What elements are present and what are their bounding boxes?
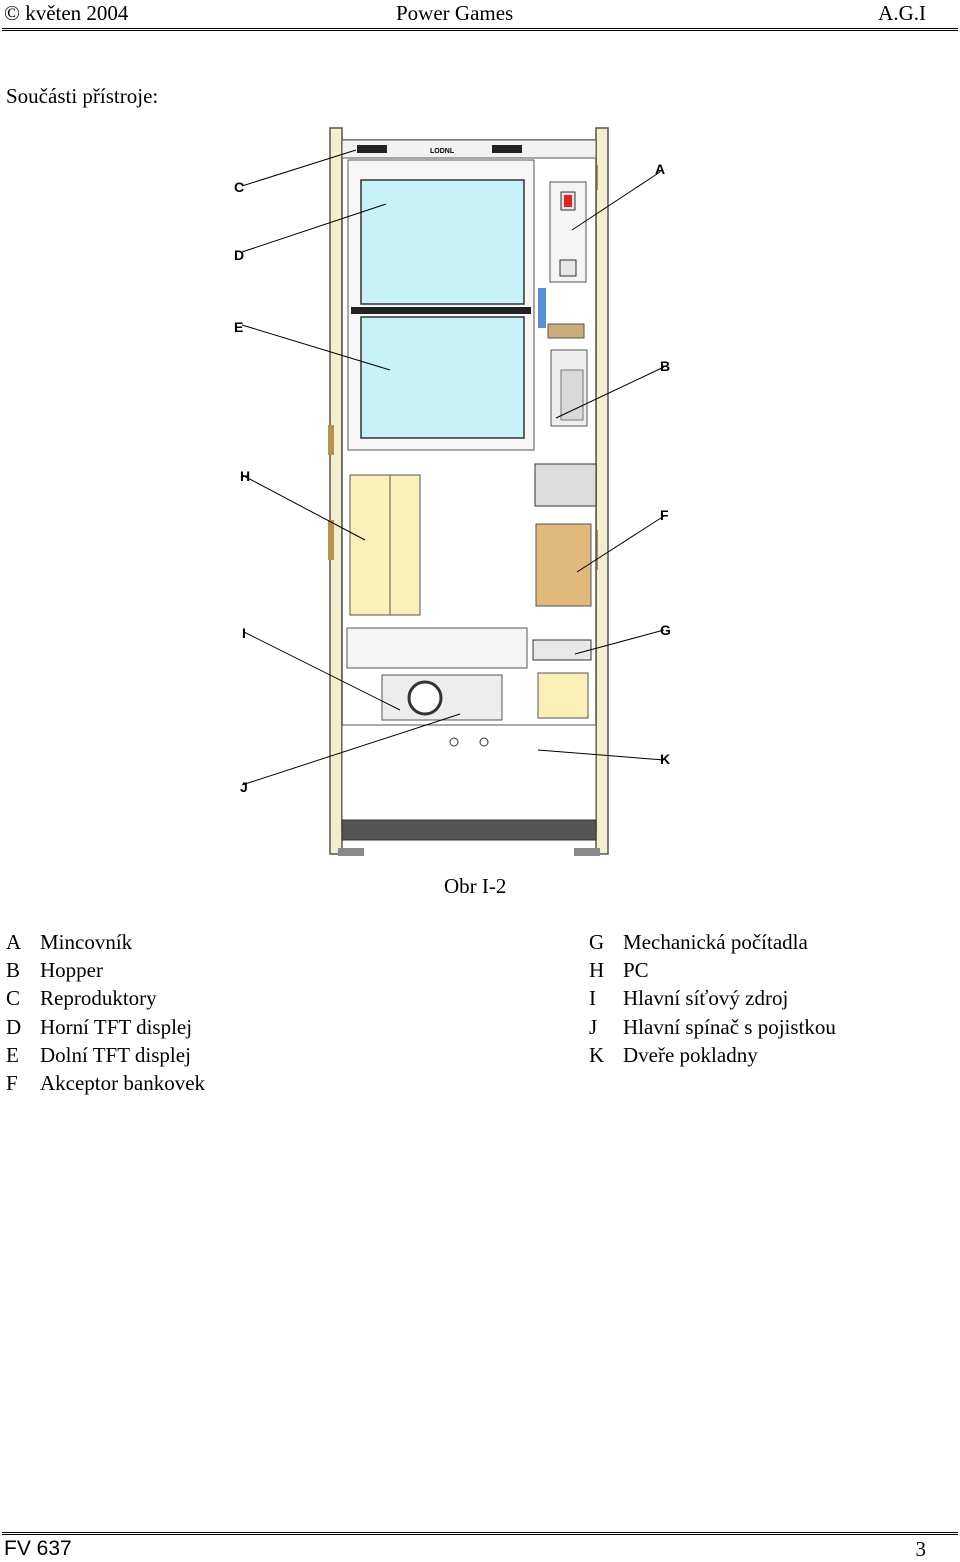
display-divider-bar [351,307,531,314]
callout-e: E [234,319,243,335]
speaker-label: LODNL [430,148,455,155]
header-copyright: © květen 2004 [4,1,129,25]
upper-display [360,179,525,305]
header-section: A.G.I [878,1,926,25]
counter-box [537,672,589,719]
callout-g: G [660,622,671,638]
speaker-right [492,145,522,153]
cabinet-base [341,819,597,841]
footer-model: FV 637 [4,1537,72,1560]
pc-unit [349,474,421,616]
cabinet-right-rail [595,127,609,855]
callout-a: A [655,161,665,177]
page-number: 3 [915,1537,927,1561]
mechanical-counters [532,639,592,661]
cabinet-left-rail [329,127,343,855]
door-lock-left [449,737,459,747]
bill-acceptor-housing [534,463,597,507]
coin-mech-red [564,195,572,207]
lower-display [360,316,525,439]
cash-door [341,724,597,821]
power-fan [407,680,443,716]
vent-panel [346,627,528,669]
left-bracket-bottom [328,520,334,560]
speaker-left [357,145,387,153]
callout-d: D [234,247,244,263]
section-title: Součásti přístroje: [6,84,159,108]
callout-j: J [240,779,248,795]
callout-i: I [242,625,246,641]
callout-c: C [234,179,244,195]
page-header: © květen 2004 Power Games A.G.I [0,0,960,28]
foot-right [574,848,600,856]
callout-b: B [660,358,670,374]
figure-caption: Obr I-2 [444,874,507,898]
callout-k: K [660,751,670,767]
callout-f: F [660,507,669,523]
coin-chute-blue [538,288,546,328]
foot-left [338,848,364,856]
speaker-bar [341,139,597,159]
bill-acceptor [535,523,592,607]
footer-rule [2,1532,958,1535]
callout-h: H [240,468,250,484]
header-company: Power Games [396,1,514,25]
coin-mech-bottom [559,259,577,277]
machine-diagram: LODNL C D E H [234,127,671,856]
hopper-inner [560,369,584,421]
door-lock-right [479,737,489,747]
left-bracket-top [328,425,334,455]
coin-chute-brown [547,323,585,339]
callout-lines [241,149,665,786]
header-rule [2,28,958,31]
